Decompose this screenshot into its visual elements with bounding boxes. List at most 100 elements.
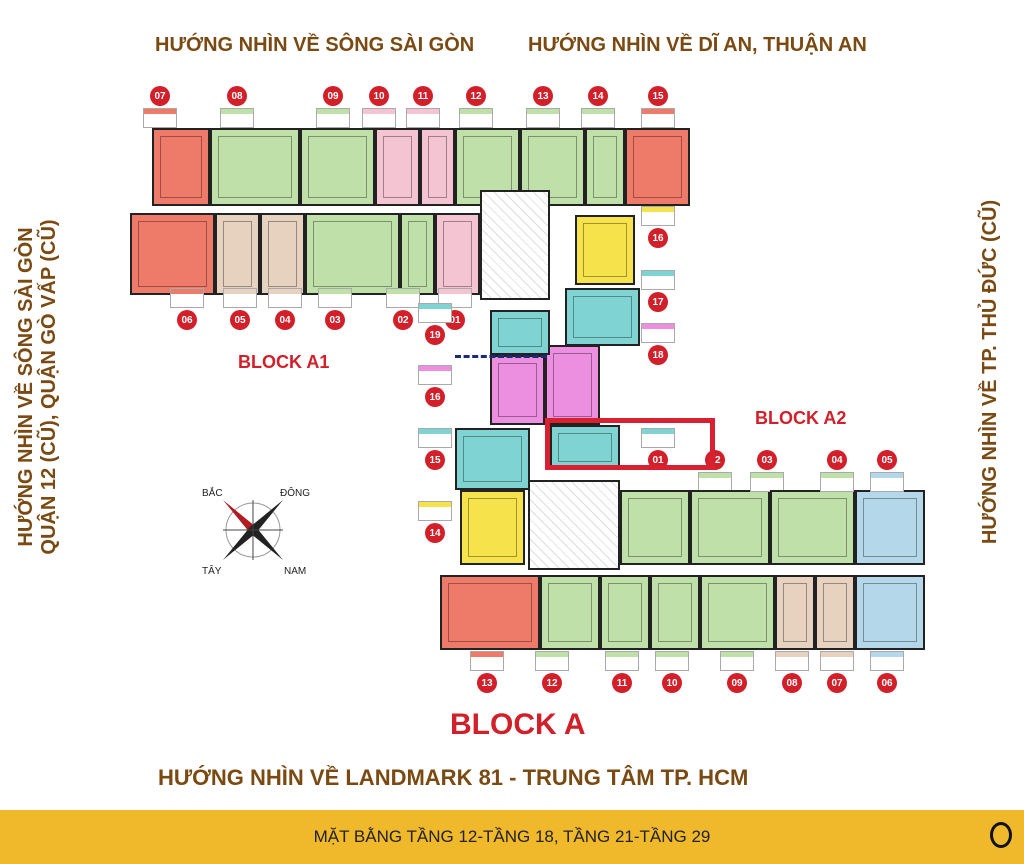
unit-info-tag [470, 651, 504, 671]
block-divider-line [455, 355, 547, 358]
unit-info-tag [268, 288, 302, 308]
unit-number-badge: 07 [827, 673, 847, 693]
unit-info-tag [386, 288, 420, 308]
unit-number-badge: 10 [369, 86, 389, 106]
unit-info-tag [143, 108, 177, 128]
unit-info-tag [641, 206, 675, 226]
unit-info-tag [775, 651, 809, 671]
unit-info-tag [318, 288, 352, 308]
unit-number-badge: 03 [325, 310, 345, 330]
apartment-unit [460, 490, 525, 565]
unit-number-badge: 07 [150, 86, 170, 106]
apartment-unit [305, 213, 400, 295]
block-a1-label: BLOCK A1 [238, 352, 330, 372]
unit-info-tag [870, 651, 904, 671]
apartment-unit [300, 128, 375, 206]
unit-number-badge: 11 [612, 673, 632, 693]
apartment-unit [455, 428, 530, 490]
apartment-unit [625, 128, 690, 206]
unit-info-tag [698, 472, 732, 492]
compass-east: ĐÔNG [280, 486, 310, 499]
unit-info-tag [362, 108, 396, 128]
apartment-unit [855, 490, 925, 565]
unit-info-tag [581, 108, 615, 128]
unit-number-badge: 11 [413, 86, 433, 106]
apartment-unit [545, 345, 600, 425]
apartment-unit [130, 213, 215, 295]
compass-south: NAM [284, 566, 306, 577]
unit-number-badge: 13 [477, 673, 497, 693]
unit-info-tag [406, 108, 440, 128]
unit-info-tag [870, 472, 904, 492]
unit-info-tag [820, 472, 854, 492]
unit-info-tag [820, 651, 854, 671]
unit-number-badge: 05 [877, 450, 897, 470]
banner-title: MẶT BẰNG TẦNG 12-TẦNG 18, TẦNG 21-TẦNG 2… [313, 827, 711, 846]
unit-info-tag [418, 365, 452, 385]
unit-info-tag [641, 108, 675, 128]
apartment-unit [700, 575, 775, 650]
apartment-unit [490, 310, 550, 355]
unit-info-tag [655, 651, 689, 671]
unit-info-tag [418, 501, 452, 521]
unit-number-badge: 06 [177, 310, 197, 330]
unit-info-tag [316, 108, 350, 128]
unit-number-badge: 05 [230, 310, 250, 330]
unit-info-tag [418, 303, 452, 323]
unit-number-badge: 16 [648, 228, 668, 248]
apartment-unit [152, 128, 210, 206]
unit-number-badge: 15 [425, 450, 445, 470]
apartment-unit [585, 128, 625, 206]
unit-info-tag [641, 428, 675, 448]
unit-number-badge: 10 [662, 673, 682, 693]
unit-number-badge: 04 [827, 450, 847, 470]
apartment-unit [650, 575, 700, 650]
unit-info-tag [526, 108, 560, 128]
logo-icon [990, 822, 1012, 848]
unit-number-badge: 15 [648, 86, 668, 106]
unit-number-badge: 08 [227, 86, 247, 106]
apartment-unit [575, 215, 635, 285]
apartment-unit [420, 128, 455, 206]
apartment-unit [490, 355, 545, 425]
unit-number-badge: 16 [425, 387, 445, 407]
compass-west: TÂY [202, 564, 222, 577]
unit-number-badge: 09 [323, 86, 343, 106]
heading-top-right: HƯỚNG NHÌN VỀ DĨ AN, THUẬN AN [528, 34, 867, 56]
heading-left-line1: HƯỚNG NHÌN VỀ SÔNG SÀI GÒN [15, 227, 37, 547]
unit-number-badge: 12 [542, 673, 562, 693]
apartment-unit [815, 575, 855, 650]
unit-number-badge: 14 [425, 523, 445, 543]
compass-north: BẮC [202, 486, 223, 499]
apartment-unit [210, 128, 300, 206]
heading-top-left: HƯỚNG NHÌN VỀ SÔNG SÀI GÒN [155, 34, 475, 56]
unit-number-badge: 14 [588, 86, 608, 106]
unit-info-tag [220, 108, 254, 128]
heading-left-line2: QUẬN 12 (CŨ), QUẬN GÒ VẤP (CŨ) [38, 219, 60, 555]
apartment-unit [375, 128, 420, 206]
unit-info-tag [641, 323, 675, 343]
unit-info-tag [605, 651, 639, 671]
apartment-unit [400, 213, 435, 295]
unit-number-badge: 13 [533, 86, 553, 106]
unit-number-badge: 09 [727, 673, 747, 693]
heading-bottom: HƯỚNG NHÌN VỀ LANDMARK 81 - TRUNG TÂM TP… [158, 765, 749, 790]
block-a2-label: BLOCK A2 [755, 408, 847, 428]
unit-info-tag [720, 651, 754, 671]
unit-number-badge: 03 [757, 450, 777, 470]
unit-info-tag [223, 288, 257, 308]
unit-number-badge: 02 [393, 310, 413, 330]
apartment-unit [620, 490, 690, 565]
unit-info-tag [459, 108, 493, 128]
unit-info-tag [641, 270, 675, 290]
apartment-unit [435, 213, 480, 295]
apartment-unit [690, 490, 770, 565]
block-a-label: BLOCK A [450, 708, 586, 741]
unit-info-tag [170, 288, 204, 308]
unit-info-tag [418, 428, 452, 448]
apartment-unit [855, 575, 925, 650]
apartment-unit [540, 575, 600, 650]
apartment-unit [440, 575, 540, 650]
apartment-unit [260, 213, 305, 295]
apartment-unit [770, 490, 855, 565]
